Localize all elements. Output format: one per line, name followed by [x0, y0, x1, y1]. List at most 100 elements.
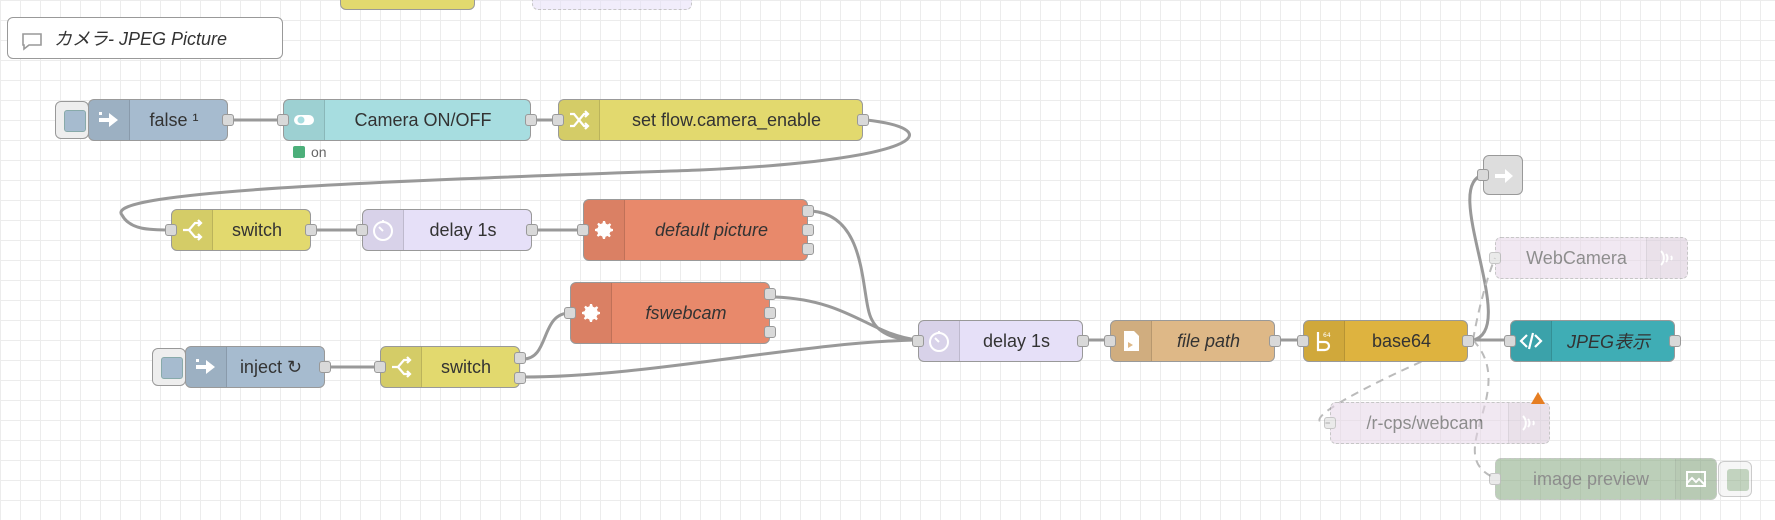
node-label: delay 1s — [429, 219, 497, 240]
wire[interactable] — [522, 338, 919, 379]
code-icon — [1511, 321, 1552, 361]
inject-button[interactable] — [152, 348, 186, 386]
node-label: file path — [1176, 330, 1241, 351]
wire[interactable] — [1468, 173, 1490, 342]
switch-node[interactable]: switch — [165, 209, 317, 251]
input-port[interactable] — [1489, 473, 1501, 485]
input-port[interactable] — [577, 224, 589, 236]
wire-disabled — [1318, 339, 1474, 425]
link-out-icon — [1492, 164, 1516, 193]
output-port[interactable] — [764, 307, 776, 319]
websocket-out-node[interactable]: /r-cps/webcam — [1324, 402, 1550, 444]
input-port[interactable] — [1504, 335, 1516, 347]
input-port[interactable] — [356, 224, 368, 236]
node-label: delay 1s — [982, 330, 1051, 351]
exec-node[interactable]: default picture — [577, 199, 814, 261]
output-port[interactable] — [525, 114, 537, 126]
image-icon — [1675, 459, 1716, 499]
output-port[interactable] — [1077, 335, 1089, 347]
image-preview-toggle[interactable] — [1718, 461, 1752, 497]
output-port[interactable] — [305, 224, 317, 236]
comment-icon — [20, 29, 44, 58]
input-port[interactable] — [1489, 252, 1501, 264]
wire[interactable] — [119, 118, 911, 232]
switch-icon — [172, 210, 213, 250]
camera-switch-node[interactable]: Camera ON/OFF — [277, 99, 537, 141]
timer-icon — [363, 210, 404, 250]
output-port[interactable] — [802, 243, 814, 255]
node-label: switch — [440, 356, 491, 377]
output-port[interactable] — [857, 114, 869, 126]
output-port[interactable] — [319, 361, 331, 373]
output-port[interactable] — [802, 205, 814, 217]
node-label: fswebcam — [645, 302, 727, 323]
output-port[interactable] — [764, 326, 776, 338]
output-port[interactable] — [1269, 335, 1281, 347]
timer-icon — [919, 321, 960, 361]
output-port[interactable] — [514, 372, 526, 384]
base64-node[interactable]: 64 base64 — [1297, 320, 1474, 362]
image-preview-node[interactable]: image preview — [1489, 458, 1717, 500]
node-label: inject ↻ — [239, 356, 303, 377]
input-port[interactable] — [277, 114, 289, 126]
node-label: /r-cps/webcam — [1366, 412, 1484, 433]
status-text: on — [311, 144, 327, 160]
websocket-out-node[interactable]: WebCamera — [1489, 237, 1688, 279]
node-label: base64 — [1371, 330, 1432, 351]
wire[interactable] — [774, 295, 919, 342]
flow-comment[interactable]: カメラ- JPEG Picture — [7, 17, 283, 59]
template-node[interactable]: JPEG表示 — [1504, 320, 1681, 362]
gear-icon — [584, 200, 625, 260]
status-dot — [293, 146, 305, 158]
offscreen-node[interactable] — [340, 0, 475, 10]
node-label: image preview — [1532, 468, 1650, 489]
base64-icon: 64 — [1304, 321, 1345, 361]
node-label: JPEG表示 — [1566, 332, 1650, 352]
warning-icon — [1531, 392, 1545, 404]
offscreen-node[interactable] — [532, 0, 692, 10]
input-port[interactable] — [564, 307, 576, 319]
input-port[interactable] — [1104, 335, 1116, 347]
node-label: default picture — [654, 219, 769, 240]
websocket-icon — [1646, 238, 1687, 278]
shuffle-icon — [559, 100, 600, 140]
output-port[interactable] — [764, 288, 776, 300]
arrow-in-icon — [186, 347, 227, 387]
file-path-node[interactable]: file path — [1104, 320, 1281, 362]
output-port[interactable] — [514, 352, 526, 364]
file-icon — [1111, 321, 1152, 361]
wire[interactable] — [522, 311, 571, 361]
switch-icon — [381, 347, 422, 387]
output-port[interactable] — [802, 224, 814, 236]
websocket-icon — [1508, 403, 1549, 443]
exec-node[interactable]: fswebcam — [564, 282, 776, 344]
delay-node[interactable]: delay 1s — [356, 209, 538, 251]
input-port[interactable] — [165, 224, 177, 236]
comment-label: カメラ- JPEG Picture — [54, 29, 228, 49]
output-port[interactable] — [1462, 335, 1474, 347]
input-port[interactable] — [552, 114, 564, 126]
input-port[interactable] — [912, 335, 924, 347]
node-label: Camera ON/OFF — [354, 109, 492, 130]
output-port[interactable] — [222, 114, 234, 126]
svg-text:64: 64 — [1323, 332, 1331, 339]
input-port[interactable] — [1324, 417, 1336, 429]
inject-false-node[interactable]: false ¹ — [88, 99, 234, 141]
gear-icon — [571, 283, 612, 343]
link-out-node[interactable] — [1477, 155, 1523, 195]
output-port[interactable] — [526, 224, 538, 236]
inject-button[interactable] — [55, 101, 89, 139]
output-port[interactable] — [1669, 335, 1681, 347]
delay-node[interactable]: delay 1s — [912, 320, 1089, 362]
node-label: switch — [231, 219, 282, 240]
switch-node[interactable]: switch — [374, 346, 526, 388]
node-label: false ¹ — [149, 109, 199, 130]
node-label: set flow.camera_enable — [631, 109, 822, 130]
inject-node[interactable]: inject ↻ — [185, 346, 331, 388]
input-port[interactable] — [1477, 169, 1489, 181]
change-node[interactable]: set flow.camera_enable — [552, 99, 869, 141]
wire[interactable] — [810, 209, 919, 342]
input-port[interactable] — [1297, 335, 1309, 347]
input-port[interactable] — [374, 361, 386, 373]
